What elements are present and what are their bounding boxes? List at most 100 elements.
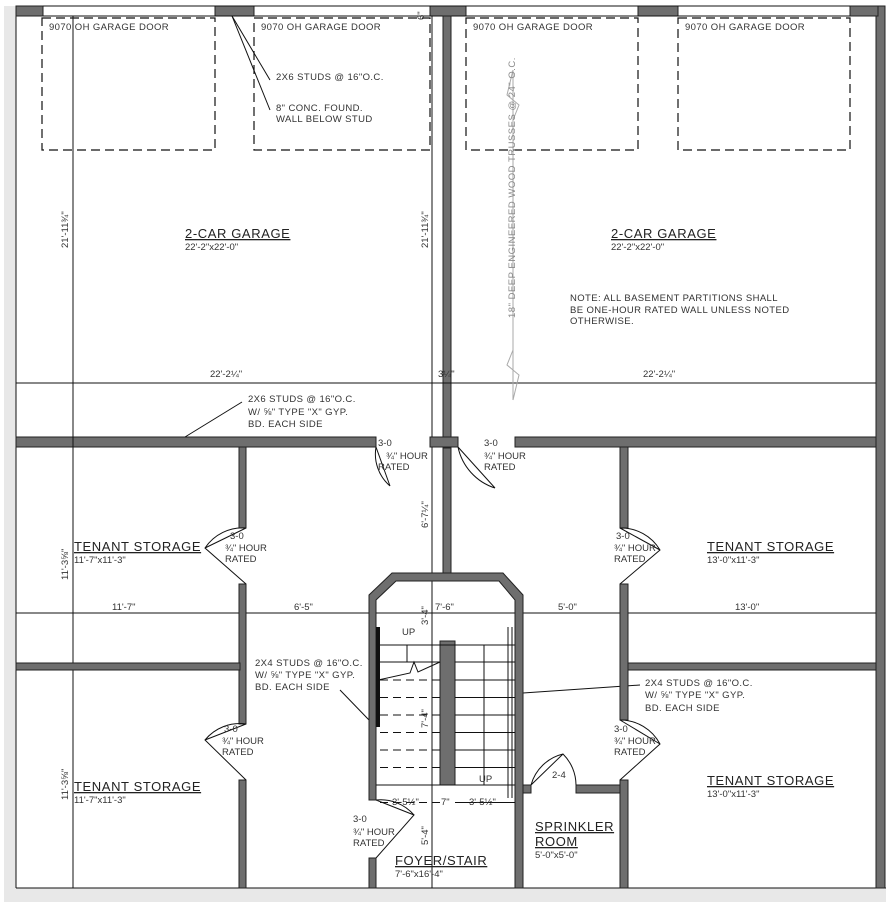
svg-text:5'-0": 5'-0" <box>558 602 577 613</box>
top-wall <box>15 5 879 17</box>
garage-door-label: 9070 OH GARAGE DOOR <box>49 22 169 33</box>
room-name: ROOM <box>535 834 578 849</box>
svg-text:¾" HOUR: ¾" HOUR <box>614 543 656 554</box>
room-name: TENANT STORAGE <box>74 539 201 554</box>
svg-text:3-0: 3-0 <box>230 531 244 542</box>
stud-note: 2X6 STUDS @ 16"O.C. <box>276 72 384 83</box>
truss-note: 18" DEEP ENGINEERED WOOD TRUSSES @ 24" O… <box>507 57 518 318</box>
svg-text:3'-5½": 3'-5½" <box>392 797 419 808</box>
garage-storage-wall <box>514 436 877 448</box>
dimension-labels: 22'-2¼" 22'-2¼" 3¼" 21'-11¾" 21'-11¾" 11… <box>60 11 759 845</box>
svg-text:3-0: 3-0 <box>614 724 628 735</box>
stair[interactable] <box>376 627 515 803</box>
gyp-note: W/ ⅝" TYPE "X" GYP. <box>248 407 348 418</box>
sprinkler-wall <box>522 784 532 794</box>
exterior-wall-right <box>875 5 886 889</box>
foundation-left-edge <box>4 6 16 890</box>
room-name: TENANT STORAGE <box>74 779 201 794</box>
sprinkler-wall <box>575 784 621 794</box>
storage-wall <box>619 446 629 529</box>
room-name: 2-CAR GARAGE <box>611 226 716 241</box>
gyp-note: BD. EACH SIDE <box>248 419 323 430</box>
room-size: 22'-2"x22'-0" <box>185 242 238 253</box>
svg-text:RATED: RATED <box>222 747 254 758</box>
center-wall-lower <box>442 447 452 574</box>
svg-text:¾" HOUR: ¾" HOUR <box>386 451 428 462</box>
gyp-note: W/ ⅝" TYPE "X" GYP. <box>255 670 355 681</box>
door-labels: 3-0 ¾" HOUR RATED 3-0 ¾" HOUR RATED 3-0 … <box>222 438 656 849</box>
svg-text:RATED: RATED <box>484 462 516 473</box>
svg-text:21'-11¾": 21'-11¾" <box>60 211 71 248</box>
svg-text:2-4: 2-4 <box>552 770 566 781</box>
svg-text:13'-0": 13'-0" <box>735 602 759 613</box>
svg-text:3-0: 3-0 <box>616 531 630 542</box>
garage-storage-wall <box>429 436 459 448</box>
gyp-note: 2X4 STUDS @ 16"O.C. <box>255 658 363 669</box>
svg-text:21'-11¾": 21'-11¾" <box>420 211 431 248</box>
svg-text:3-0: 3-0 <box>353 814 367 825</box>
partition-note: BE ONE-HOUR RATED WALL UNLESS NOTED <box>570 305 790 316</box>
svg-text:6'-7¼": 6'-7¼" <box>420 501 431 528</box>
svg-text:7'-4": 7'-4" <box>420 709 431 728</box>
foundation-note: 8" CONC. FOUND. <box>276 103 363 114</box>
svg-text:3-0: 3-0 <box>484 438 498 449</box>
room-name: SPRINKLER <box>535 819 614 834</box>
svg-text:3¼": 3¼" <box>438 369 455 380</box>
svg-text:¾" HOUR: ¾" HOUR <box>225 543 267 554</box>
garage-door-outline <box>253 17 431 151</box>
svg-text:11'-3⅝": 11'-3⅝" <box>60 769 71 800</box>
gyp-note: 2X4 STUDS @ 16"O.C. <box>645 678 753 689</box>
svg-text:RATED: RATED <box>378 462 410 473</box>
storage-wall <box>238 779 247 889</box>
room-size: 13'-0"x11'-3" <box>707 789 759 800</box>
svg-text:11'-7": 11'-7" <box>112 602 136 613</box>
svg-text:22'-2¼": 22'-2¼" <box>643 369 675 380</box>
partition-note: NOTE: ALL BASEMENT PARTITIONS SHALL <box>570 293 778 304</box>
svg-text:11'-3⅝": 11'-3⅝" <box>60 549 71 580</box>
foundation-bottom-edge <box>4 888 886 902</box>
svg-text:5'-4": 5'-4" <box>420 826 431 845</box>
room-size: 11'-7"x11'-3" <box>74 795 126 806</box>
gyp-note: 2X6 STUDS @ 16"O.C. <box>248 394 356 405</box>
room-name: 2-CAR GARAGE <box>185 226 290 241</box>
storage-wall <box>238 583 247 725</box>
svg-text:3-0: 3-0 <box>378 438 392 449</box>
svg-text:RATED: RATED <box>353 838 385 849</box>
storage-wall <box>619 779 629 889</box>
svg-text:7": 7" <box>441 797 450 808</box>
partition-note: OTHERWISE. <box>570 316 634 327</box>
stair-up-label: UP <box>402 627 415 638</box>
svg-text:¾" HOUR: ¾" HOUR <box>222 736 264 747</box>
garage-door-label: 9070 OH GARAGE DOOR <box>261 22 381 33</box>
garage-storage-wall <box>15 436 377 448</box>
gyp-note: W/ ⅝" TYPE "X" GYP. <box>645 690 745 701</box>
garage-door-outline <box>677 17 851 151</box>
garage-door-label: 9070 OH GARAGE DOOR <box>473 22 593 33</box>
svg-text:7'-6": 7'-6" <box>435 602 454 613</box>
svg-text:¾" HOUR: ¾" HOUR <box>353 827 395 838</box>
storage-wall <box>15 662 241 671</box>
svg-text:6'-5": 6'-5" <box>294 602 313 613</box>
storage-wall <box>619 583 629 721</box>
leader-lines <box>184 15 641 721</box>
garage-door-outline <box>41 17 216 151</box>
dimension-lines <box>16 16 876 888</box>
gyp-note: BD. EACH SIDE <box>255 682 330 693</box>
svg-text:3'-5½": 3'-5½" <box>469 797 496 808</box>
svg-text:6": 6" <box>416 11 427 20</box>
svg-text:¾" HOUR: ¾" HOUR <box>614 736 656 747</box>
garage-door-outline <box>465 17 639 151</box>
stair-up-label: UP <box>479 774 492 785</box>
svg-text:RATED: RATED <box>614 554 646 565</box>
svg-text:RATED: RATED <box>614 747 646 758</box>
room-name: FOYER/STAIR <box>395 853 487 868</box>
svg-text:3'-4": 3'-4" <box>420 606 431 625</box>
room-size: 13'-0"x11'-3" <box>707 555 759 566</box>
foundation-note: WALL BELOW STUD <box>276 114 373 125</box>
room-name: TENANT STORAGE <box>707 773 834 788</box>
svg-text:¾" HOUR: ¾" HOUR <box>484 451 526 462</box>
door-swings[interactable] <box>204 446 661 859</box>
room-name: TENANT STORAGE <box>707 539 834 554</box>
truss-arrow <box>506 69 520 401</box>
